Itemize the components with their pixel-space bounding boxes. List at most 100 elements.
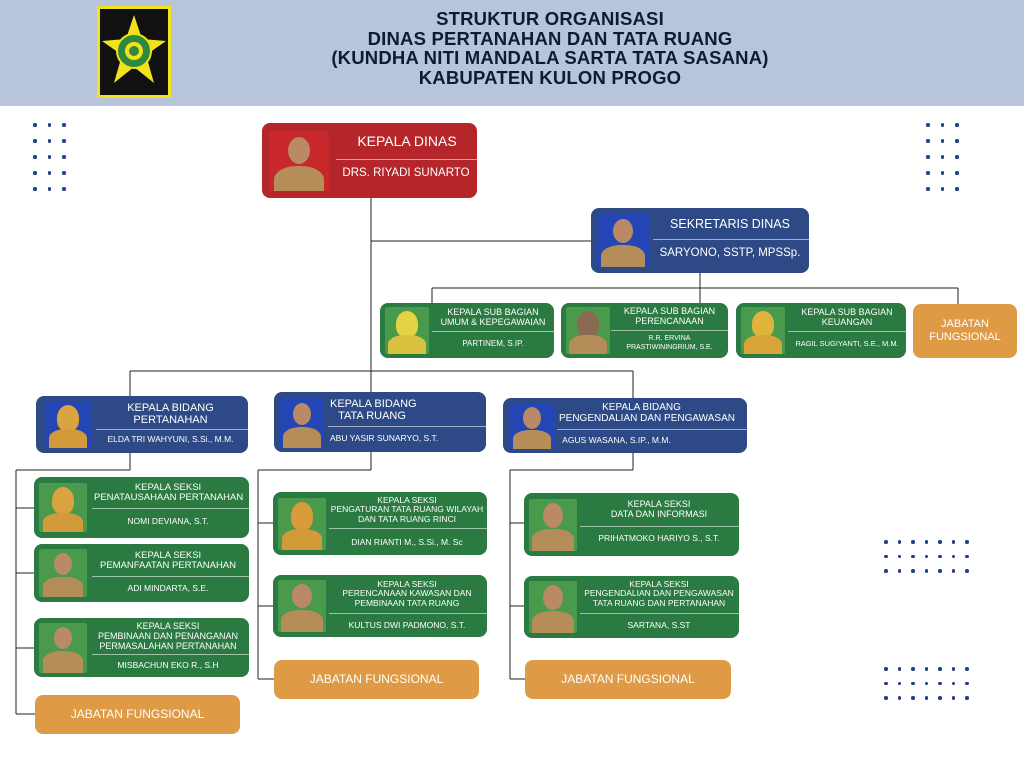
seksi-pemanfaatan-name: ADI MINDARTA, S.E. xyxy=(127,583,209,593)
decor-dot xyxy=(926,155,930,159)
bidang-pertanahan-photo xyxy=(45,401,91,448)
decor-dot xyxy=(924,667,928,671)
decor-dot xyxy=(951,696,955,700)
decor-dot xyxy=(940,187,944,191)
decor-dot xyxy=(926,139,930,143)
seksi-pembinaan-name: MISBACHUN EKO R., S.H xyxy=(117,660,219,670)
decor-dot xyxy=(924,540,928,544)
decor-dot xyxy=(951,540,955,544)
decor-dot xyxy=(47,123,51,127)
decor-dot xyxy=(897,667,901,671)
decor-dot xyxy=(938,540,942,544)
bidang-tata-ruang-photo xyxy=(280,398,324,448)
seksi-penatausahaan-name: NOMI DEVIANA, S.T. xyxy=(127,516,209,526)
decor-dot xyxy=(47,171,51,175)
bidang-pertanahan-name: ELDA TRI WAHYUNI, S.Si., M.M. xyxy=(107,434,234,444)
decor-dot xyxy=(965,569,969,573)
decor-dot xyxy=(911,681,915,685)
decor-dot xyxy=(940,171,944,175)
seksi-perencanaan-kawasan-name: KULTUS DWI PADMONO, S.T. xyxy=(348,620,466,630)
decor-dot xyxy=(911,554,915,558)
decor-dot xyxy=(924,696,928,700)
header-banner: STRUKTUR ORGANISASI DINAS PERTANAHAN DAN… xyxy=(0,0,1024,106)
sekretaris-photo xyxy=(597,214,649,267)
decor-dot xyxy=(926,171,930,175)
decor-dot xyxy=(62,187,66,191)
decor-dot xyxy=(33,171,37,175)
seksi-perencanaan-kawasan-photo xyxy=(278,580,326,632)
title-line-3: (KUNDHA NITI MANDALA SARTA TATA SASANA) xyxy=(331,47,769,68)
decor-dot xyxy=(911,569,915,573)
decor-dot xyxy=(884,569,888,573)
seksi-pengendalian-photo xyxy=(529,581,577,633)
decor-dot xyxy=(911,540,915,544)
decor-dot xyxy=(884,667,888,671)
seksi-pengaturan-photo xyxy=(278,498,326,550)
decor-dot xyxy=(955,187,959,191)
subbag-perencanaan-photo xyxy=(566,307,610,354)
decor-dot xyxy=(965,540,969,544)
decor-dot xyxy=(955,171,959,175)
title-line-4: KABUPATEN KULON PROGO xyxy=(418,66,682,88)
seksi-data-informasi-photo xyxy=(529,499,577,551)
jabatan-fungsional-pengendalian: JABATAN FUNGSIONAL xyxy=(525,660,731,699)
decor-dot xyxy=(33,187,37,191)
decor-dot xyxy=(955,139,959,143)
decor-dot xyxy=(884,681,888,685)
decor-dot xyxy=(951,554,955,558)
decor-dot xyxy=(62,123,66,127)
kepala-dinas-photo xyxy=(269,131,329,191)
decor-dot xyxy=(62,171,66,175)
decor-dot xyxy=(940,155,944,159)
decor-dot xyxy=(924,681,928,685)
seksi-pengendalian-name: SARTANA, S.ST xyxy=(627,620,691,630)
title-line-1: STRUKTUR ORGANISASI xyxy=(436,8,664,29)
jabatan-fungsional-sekretariat: JABATAN FUNGSIONAL xyxy=(913,304,1017,358)
decor-dot xyxy=(33,155,37,159)
decor-dot xyxy=(938,681,942,685)
sekretaris-title: SEKRETARIS DINAS xyxy=(670,217,790,231)
title-line-2: DINAS PERTANAHAN DAN TATA RUANG xyxy=(367,27,733,49)
bidang-tata-ruang-name: ABU YASIR SUNARYO, S.T. xyxy=(330,433,439,443)
decor-dot xyxy=(951,569,955,573)
decor-dot xyxy=(924,554,928,558)
decor-dot xyxy=(951,681,955,685)
decor-dot xyxy=(62,155,66,159)
bidang-pengendalian-photo xyxy=(509,403,555,449)
decor-dots-right-mid xyxy=(884,540,979,584)
decor-dot xyxy=(926,123,930,127)
seksi-pembinaan-photo xyxy=(39,623,87,673)
decor-dot xyxy=(965,554,969,558)
decor-dot xyxy=(897,696,901,700)
decor-dot xyxy=(62,139,66,143)
jabatan-fungsional-tata-ruang: JABATAN FUNGSIONAL xyxy=(274,660,479,699)
decor-dot xyxy=(884,554,888,558)
seksi-penatausahaan-photo xyxy=(39,483,87,532)
decor-dot xyxy=(955,155,959,159)
decor-dots-right-bottom xyxy=(884,667,979,711)
decor-dot xyxy=(33,123,37,127)
seksi-pengaturan-name: DIAN RIANTI M., S.Si., M. Sc xyxy=(351,537,463,547)
kepala-dinas-box: KEPALA DINAS DRS. RIYADI SUNARTO xyxy=(262,123,477,198)
decor-dot xyxy=(47,187,51,191)
decor-dot xyxy=(965,696,969,700)
decor-dot xyxy=(897,569,901,573)
